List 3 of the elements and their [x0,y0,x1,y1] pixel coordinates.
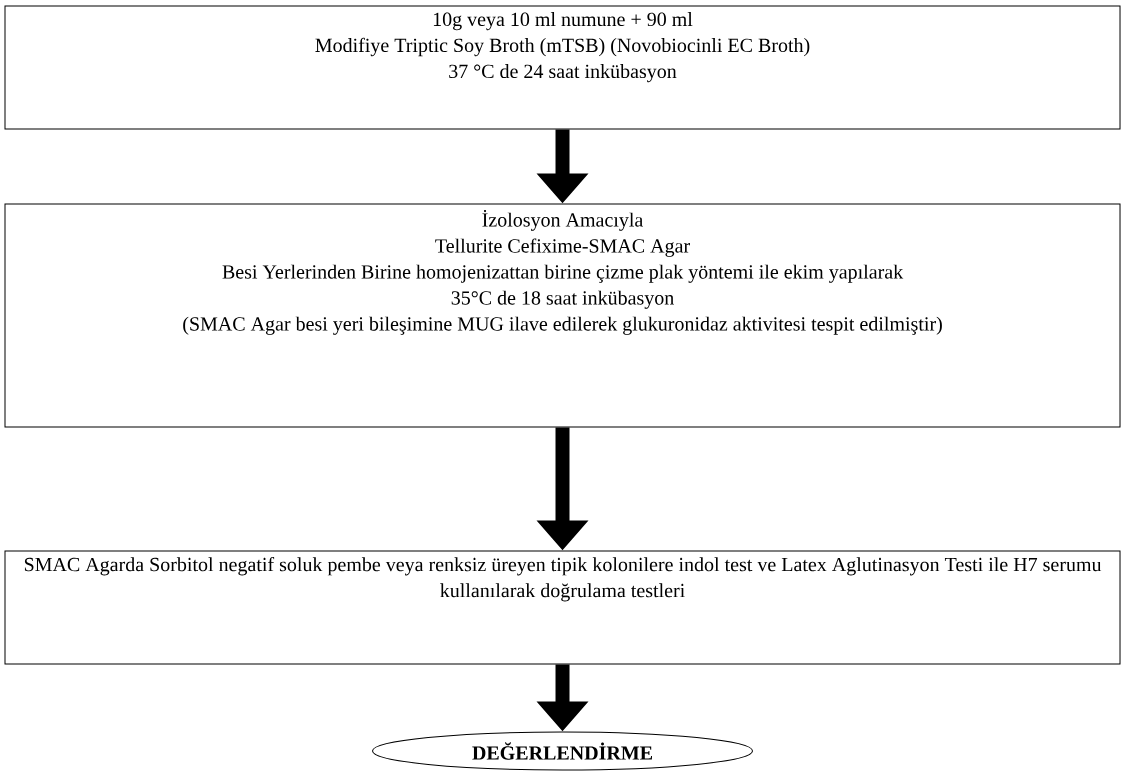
process-box: İzolosyon Amacıyla Tellurite Cefixime-SMAC Agar Besi Yerlerinden Birine homojenizattan birine çizme plak yöntemi ile ekim yapılarak 35°C de 18 saat inkübasyon (SMAC Agar besi yeri bileşimine MUG ilave edilerek glukuronidaz aktivitesi tespit edilmiştir) [4,203,1121,428]
process-box: 10g veya 10 ml numune + 90 ml Modifiye Triptic Soy Broth (mTSB) (Novobiocinli EC Broth) 37 °C de 24 saat inkübasyon [4,5,1121,130]
process-box: SMAC Agarda Sorbitol negatif soluk pembe veya renksiz üreyen tipik kolonilere indol test ve Latex Aglutinasyon Testi ile H7 serumu kullanılarak doğrulama testleri [4,550,1121,665]
